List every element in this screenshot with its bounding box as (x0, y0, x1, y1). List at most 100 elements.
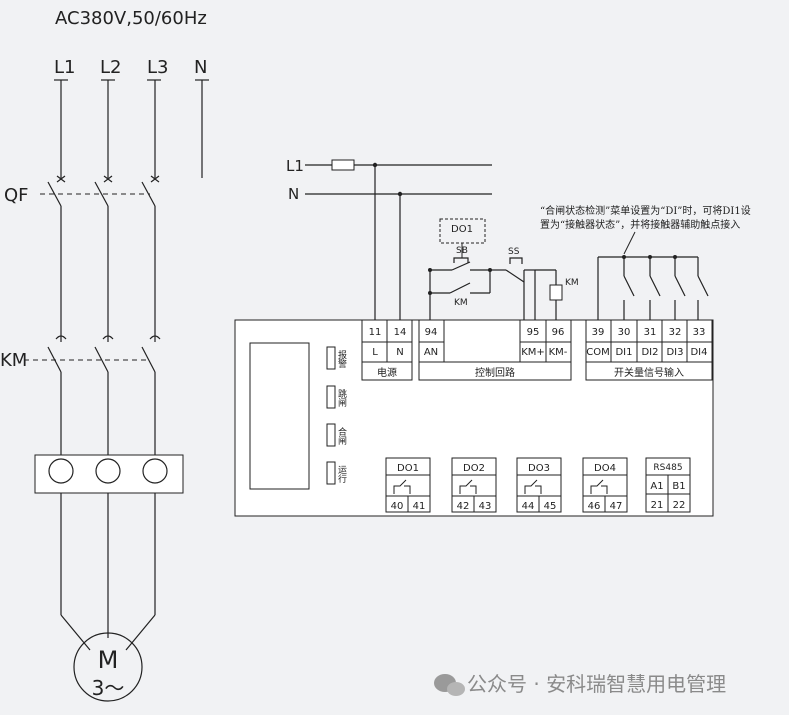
km-aux-label: KM (454, 298, 468, 308)
pin-45: 45 (544, 501, 557, 512)
motor-phase: 3～ (92, 676, 125, 700)
rs485-a1: A1 (650, 481, 663, 492)
do4-contact (590, 479, 608, 494)
terminal-group-control: 94 95 96 AN KM+ KM- 控制回路 (418, 319, 572, 381)
terminal-di1: DI1 (615, 347, 632, 358)
current-transformer-block (34, 454, 184, 494)
output-do4: DO4 46 47 (582, 457, 628, 513)
pin-44: 44 (522, 501, 535, 512)
breaker-label: QF (4, 185, 29, 206)
rs485-b1: B1 (672, 481, 685, 492)
pin-42: 42 (457, 501, 470, 512)
do2-contact (459, 479, 477, 494)
pin-47: 47 (610, 501, 623, 512)
pin-41: 41 (413, 501, 426, 512)
supply-terminals (54, 79, 209, 178)
terminal-an: AN (424, 347, 438, 358)
output-do1: DO1 40 41 (385, 457, 431, 513)
motor-letter: M (98, 646, 119, 674)
pin-21: 21 (651, 500, 664, 511)
do2-name: DO2 (463, 463, 485, 474)
fuse (331, 159, 355, 171)
phase-label-l3: L3 (147, 57, 168, 78)
contactor-label: KM (0, 350, 27, 371)
rs485-port: RS485 A1 B1 21 22 (645, 457, 691, 513)
do1-name: DO1 (397, 463, 419, 474)
watermark-text: 公众号 · 安科瑞智慧用电管理 (467, 672, 726, 696)
led-trip-label: 跳闸 (336, 388, 347, 408)
note-line-1: “合闸状态检测”菜单设置为“DI”时，可将DI1设 (540, 204, 751, 217)
terminal-l: L (372, 347, 378, 358)
rs485-name: RS485 (653, 463, 682, 473)
terminal-group-switch: 39 30 31 32 33 COM DI1 DI2 DI3 DI4 开关量信号… (585, 319, 713, 381)
led-indicators: 报警 跳闸 合闸 运行 (326, 346, 347, 485)
phase-l1-wire (47, 80, 91, 651)
pin-22: 22 (673, 500, 686, 511)
watermark: 公众号 · 安科瑞智慧用电管理 (434, 672, 726, 696)
terminal-di4: DI4 (690, 347, 707, 358)
sb-label: SB (456, 246, 468, 256)
terminal-km-minus: KM- (549, 347, 568, 358)
led-alarm (326, 346, 336, 370)
km-coil-label: KM (565, 278, 579, 288)
control-loop: DO1 SB KM SS KM (428, 218, 579, 321)
group-label-control: 控制回路 (475, 366, 515, 379)
terminal-11: 11 (369, 327, 382, 338)
di-contacts (597, 255, 709, 321)
terminal-com: COM (586, 347, 609, 358)
terminal-33: 33 (693, 327, 706, 338)
do4-name: DO4 (594, 463, 616, 474)
terminal-32: 32 (669, 327, 682, 338)
terminal-di3: DI3 (666, 347, 683, 358)
terminal-95: 95 (527, 327, 540, 338)
do1-contact (393, 479, 411, 494)
note-line-2: 置为“接触器状态”，并将接触器辅助触点接入 (540, 218, 740, 231)
ct-l3 (142, 458, 168, 484)
group-label-power: 电源 (377, 366, 397, 379)
device-display (249, 342, 310, 490)
control-l1-label: L1 (286, 157, 304, 175)
do1-relay-label: DO1 (451, 224, 473, 235)
terminal-96: 96 (552, 327, 565, 338)
control-source: L1 N (286, 157, 492, 321)
ct-l1 (48, 458, 74, 484)
terminal-30: 30 (618, 327, 631, 338)
output-do2: DO2 42 43 (451, 457, 497, 513)
terminal-14: 14 (394, 327, 407, 338)
phase-label-n: N (194, 57, 207, 78)
di-note: “合闸状态检测”菜单设置为“DI”时，可将DI1设 置为“接触器状态”，并将接触… (540, 204, 751, 255)
terminal-39: 39 (592, 327, 605, 338)
terminal-di2: DI2 (641, 347, 658, 358)
phase-l3-wire (125, 80, 161, 651)
terminal-94: 94 (425, 327, 438, 338)
led-trip (326, 385, 336, 409)
phase-label-l2: L2 (100, 57, 121, 78)
output-do3: DO3 44 45 (516, 457, 562, 513)
breaker-qf: QF (4, 185, 150, 206)
contactor-km: KM (0, 350, 148, 371)
phase-label-l1: L1 (54, 57, 75, 78)
led-alarm-label: 报警 (336, 349, 347, 369)
terminal-n: N (396, 347, 403, 358)
control-n-label: N (288, 185, 299, 203)
led-run (326, 461, 336, 485)
supply-title: AC380V,50/60Hz (55, 8, 207, 29)
led-close-label: 合闸 (336, 426, 347, 446)
pin-43: 43 (479, 501, 492, 512)
do3-contact (524, 479, 542, 494)
ss-label: SS (508, 247, 520, 257)
motor: M 3～ (73, 632, 143, 702)
group-label-switch: 开关量信号输入 (614, 366, 684, 379)
terminal-km-plus: KM+ (521, 347, 545, 358)
pin-46: 46 (588, 501, 601, 512)
do3-name: DO3 (528, 463, 550, 474)
phase-l2-wire (94, 80, 114, 638)
ct-l2 (95, 458, 121, 484)
terminal-group-power: 11 14 L N 电源 (361, 319, 413, 381)
device: 11 14 L N 电源 94 95 96 AN KM+ KM- 控制回路 (234, 319, 714, 517)
led-run-label: 运行 (336, 465, 347, 484)
pin-40: 40 (391, 501, 404, 512)
led-close (326, 423, 336, 447)
terminal-31: 31 (644, 327, 657, 338)
